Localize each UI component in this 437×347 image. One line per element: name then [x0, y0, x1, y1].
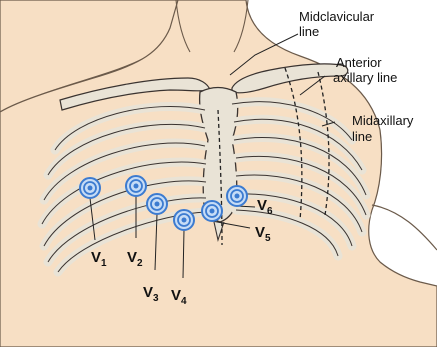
label-anterior-axillary-line2: axillary line — [333, 70, 397, 85]
lead-number: 1 — [101, 258, 107, 269]
electrode-v1 — [80, 178, 100, 198]
label-anterior-axillary-line1: Anterior — [336, 55, 382, 70]
label-midclavicular: Midclavicular line — [299, 9, 378, 39]
lead-letter: V — [257, 197, 267, 214]
lead-number: 5 — [265, 233, 271, 244]
lead-letter: V — [255, 224, 265, 241]
lead-number: 2 — [137, 258, 143, 269]
label-midclavicular-line1: Midclavicular — [299, 9, 375, 24]
label-midclavicular-line2: line — [299, 24, 319, 39]
electrode-v2 — [126, 176, 146, 196]
electrode-v5 — [202, 201, 222, 221]
lead-letter: V — [171, 287, 181, 304]
lead-letter: V — [91, 249, 101, 266]
electrode-v4 — [174, 210, 194, 230]
arm-contour — [372, 205, 437, 250]
electrode-v3 — [147, 194, 167, 214]
label-midaxillary-line2: line — [352, 129, 372, 144]
lead-letter: V — [143, 284, 153, 301]
lead-number: 6 — [267, 206, 273, 217]
lead-letter: V — [127, 249, 137, 266]
label-anterior-axillary: Anterior axillary line — [333, 55, 397, 85]
label-midaxillary: Midaxillary line — [352, 113, 417, 144]
electrode-v6 — [227, 186, 247, 206]
lead-number: 3 — [153, 293, 159, 304]
label-midaxillary-line1: Midaxillary — [352, 113, 414, 128]
lead-number: 4 — [181, 296, 187, 307]
